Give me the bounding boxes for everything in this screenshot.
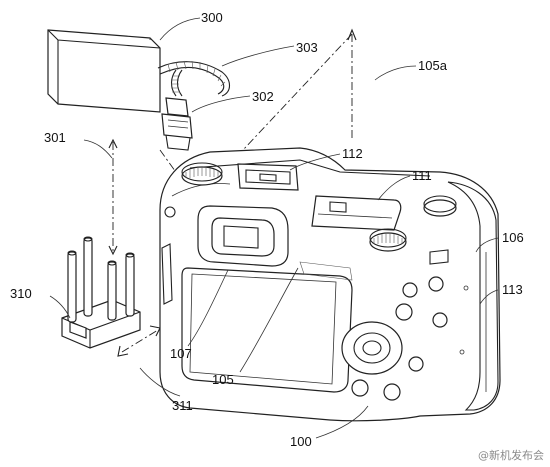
label-303: 303 <box>296 40 318 55</box>
label-302: 302 <box>252 89 274 104</box>
leader-lines <box>49 17 499 439</box>
label-311: 311 <box>172 398 193 413</box>
cable-coil <box>157 60 231 97</box>
label-112: 112 <box>342 146 363 161</box>
label-113: 113 <box>502 282 523 297</box>
label-105a: 105a <box>418 58 448 73</box>
label-300: 300 <box>201 10 223 25</box>
camera-body <box>159 147 501 422</box>
axis-301 <box>108 138 118 256</box>
label-100: 100 <box>290 434 312 449</box>
reference-labels: 300 303 302 301 105a 112 111 106 113 310… <box>10 10 524 449</box>
label-111: 111 <box>412 168 432 183</box>
label-105: 105 <box>212 372 234 387</box>
cable-connector <box>161 97 193 151</box>
label-107: 107 <box>170 346 192 361</box>
base-310 <box>61 236 141 349</box>
battery-pack <box>47 29 161 113</box>
label-310: 310 <box>10 286 32 301</box>
label-301: 301 <box>44 130 66 145</box>
watermark: @新机发布会 <box>478 449 544 462</box>
label-106: 106 <box>502 230 524 245</box>
